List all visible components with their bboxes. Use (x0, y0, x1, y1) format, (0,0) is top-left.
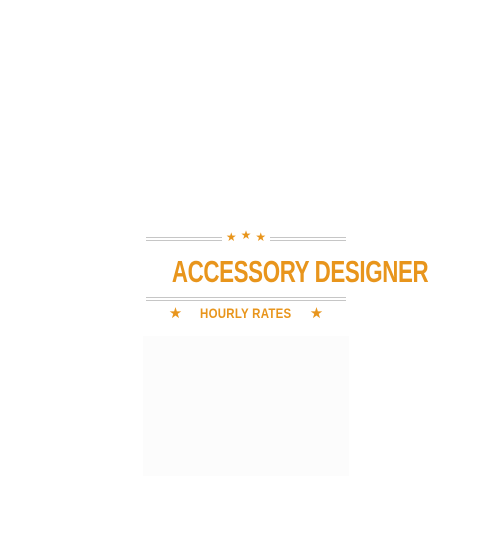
star-icon: ★ (240, 228, 252, 242)
top-stars: ★ ★ ★ (143, 229, 349, 245)
top-right-rule (270, 237, 346, 241)
rates-panel (143, 336, 349, 476)
star-icon: ★ (309, 303, 324, 322)
badge-subtitle: HOURLY RATES (200, 305, 292, 321)
title-badge: ★ ★ ★ ACCESSORY DESIGNER ★ HOURLY RATES … (143, 229, 429, 325)
bottom-rule (146, 297, 346, 301)
star-icon: ★ (168, 303, 183, 322)
star-icon: ★ (255, 230, 267, 244)
subtitle-row: ★ HOURLY RATES ★ (143, 302, 349, 324)
top-left-rule (146, 237, 222, 241)
badge-title: ACCESSORY DESIGNER (171, 254, 429, 289)
star-icon: ★ (225, 230, 237, 244)
